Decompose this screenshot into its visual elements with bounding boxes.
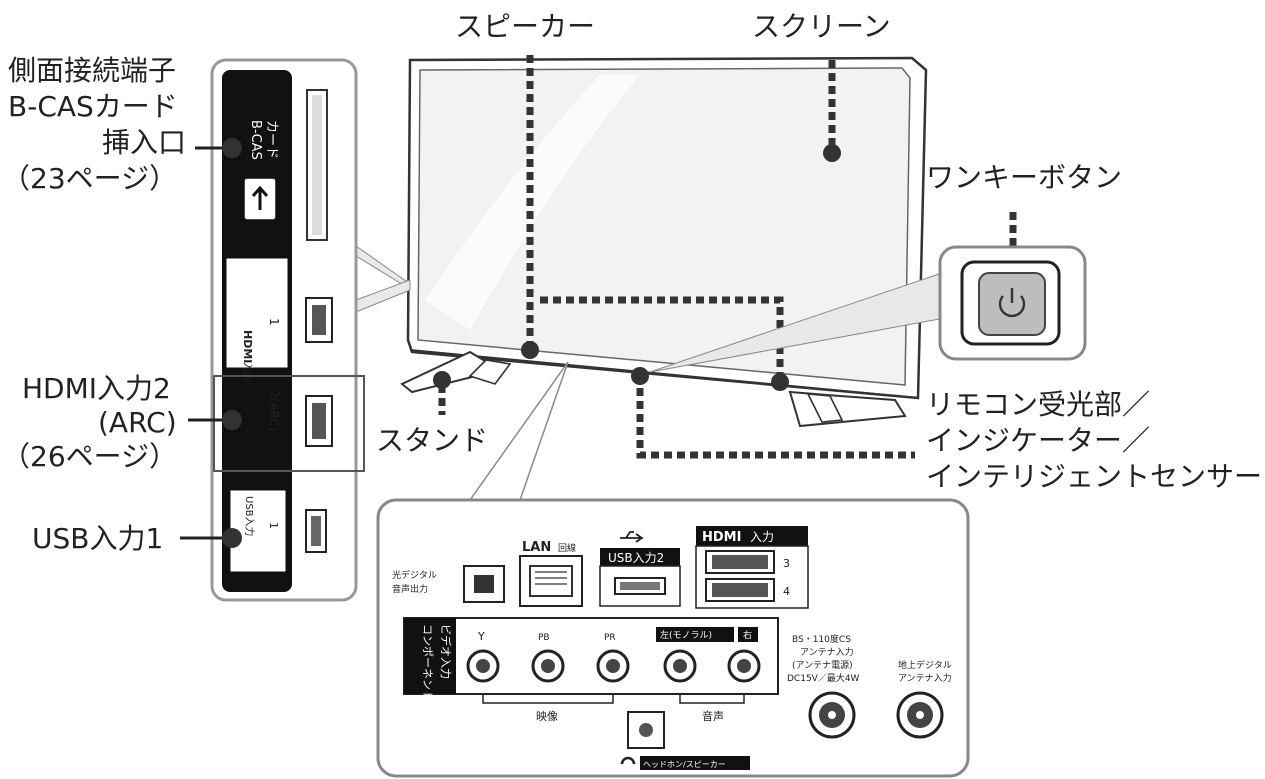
jack-y-label: Y: [477, 630, 485, 643]
side-terminal-title: 側面接続端子: [8, 54, 176, 87]
side-usb-in: USB入力: [243, 496, 256, 537]
lan-label: LAN: [522, 540, 551, 555]
stand-right: [788, 390, 907, 428]
side-hdmi-logo: HDMI: [241, 330, 254, 363]
speaker-dot: [521, 341, 539, 359]
headphone-label: ヘッドホン/スピーカー: [643, 760, 726, 769]
component-label-1: コンポーネント: [421, 624, 434, 701]
speaker-label: スピーカー: [455, 10, 595, 43]
headphone-icon: [620, 756, 636, 765]
bcas-page-ref: （23ページ）: [2, 162, 177, 195]
audio-right-label: 右: [743, 629, 752, 641]
tv-body: [406, 56, 928, 400]
side-panel-zoom: B-CAS カード HDMI 入力 1 2(ARC) USB入力 1: [210, 58, 411, 602]
remote-label-3: インテリジェントセンサー: [926, 460, 1262, 493]
bs-label-3: (アンテナ電源): [792, 660, 853, 671]
bs-label-2: アンテナ入力: [800, 646, 854, 658]
usb-symbol-icon: [620, 531, 644, 543]
terrestrial-label-2: アンテナ入力: [898, 672, 952, 684]
terrestrial-label-1: 地上デジタル: [898, 659, 952, 671]
rear-hdmi-logo: HDMI: [702, 530, 741, 545]
remote-dot-right: [771, 373, 789, 391]
jack-pb-label: PB: [538, 633, 550, 643]
video-group-label: 映像: [536, 710, 558, 723]
bcas-insert-label-2: 挿入口: [102, 126, 186, 159]
side-hdmi-port2-label: 2(ARC): [267, 390, 281, 431]
usb2-label-box: [600, 548, 680, 566]
hdmi2-highlight: [213, 375, 365, 472]
audio-right-label-box: [738, 627, 758, 642]
hdmi4-label: 4: [783, 585, 790, 598]
one-key-button-label: ワンキーボタン: [926, 161, 1122, 194]
component-label-box: [404, 618, 456, 694]
side-bcas-label-1: B-CAS: [248, 120, 263, 160]
audio-left-label-box: [656, 627, 734, 642]
rear-panel-zoom: 光デジタル 音声出力 LAN 回線 USB入力2 HDMI 入力 3 4 コンポ…: [376, 361, 970, 778]
optical-label-2: 音声出力: [392, 583, 428, 595]
power-icon: [998, 295, 1026, 318]
bcas-arrow-icon: [251, 185, 269, 210]
bs-label-4: DC15V／最大4W: [787, 672, 860, 684]
hdmi2-page-ref: （26ページ）: [2, 440, 177, 473]
video-group-bracket: [482, 694, 614, 704]
bcas-insert-label-1: B-CASカード: [8, 90, 178, 123]
usb2-label: USB入力2: [608, 551, 664, 565]
hdmi3-label: 3: [783, 557, 790, 570]
bs-label-1: BS・110度CS: [792, 633, 851, 645]
hdmi2-dot: [222, 410, 242, 430]
audio-group-bracket: [679, 694, 745, 704]
side-hdmi-port1-label: 1: [267, 318, 281, 326]
hdmi2-label-1: HDMI入力2: [22, 372, 171, 405]
jack-pr-label: PR: [604, 633, 616, 643]
rear-hdmi-suffix: 入力: [750, 530, 774, 544]
audio-left-label: 左(モノラル): [660, 629, 712, 641]
stand-dot: [433, 371, 451, 389]
rear-hdmi-label-box: [696, 526, 808, 546]
screen-dot: [823, 144, 841, 162]
remote-leader-right: [540, 296, 784, 380]
tv-bottom-edge: [409, 349, 919, 399]
stand-left: [400, 350, 512, 394]
one-key-callout: [649, 245, 1087, 373]
usb1-label: USB入力1: [32, 522, 163, 555]
remote-label-1: リモコン受光部／: [926, 388, 1150, 421]
side-hdmi-in: 入力: [241, 362, 254, 382]
lan-suffix: 回線: [558, 542, 576, 554]
headphone-label-box: [640, 756, 750, 770]
screen-label: スクリーン: [752, 10, 891, 43]
component-label-2: ビデオ入力: [439, 624, 453, 679]
side-usb-port-label: 1: [267, 522, 280, 529]
stand-label: スタンド: [376, 424, 488, 457]
hdmi2-label-2: (ARC): [98, 406, 177, 439]
remote-leader-left: [636, 375, 915, 459]
audio-group-label: 音声: [702, 709, 724, 723]
remote-label-2: インジケーター／: [926, 424, 1150, 457]
usb1-dot: [222, 528, 242, 548]
optical-label-1: 光デジタル: [392, 569, 437, 581]
remote-dot-left: [631, 367, 649, 385]
bcas-dot: [222, 138, 242, 158]
side-bcas-label-2: カード: [264, 120, 279, 159]
